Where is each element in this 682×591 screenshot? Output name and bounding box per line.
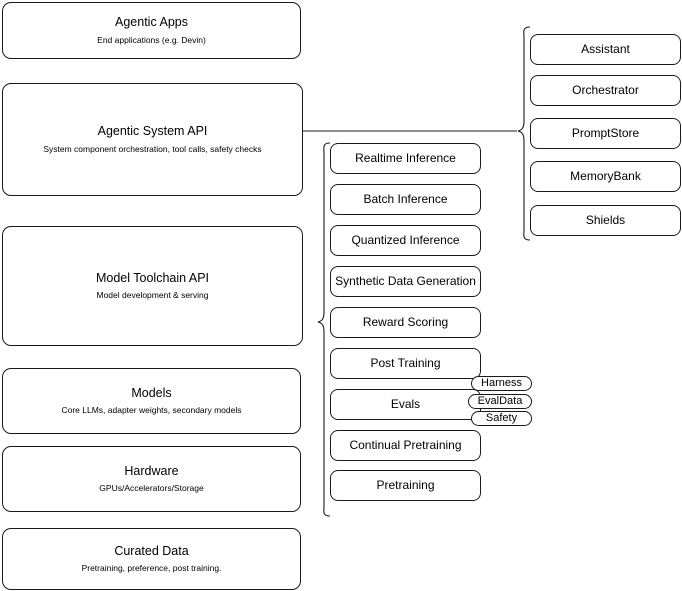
component-box-assistant[interactable]: Assistant: [530, 34, 681, 65]
evals-tag-label: EvalData: [477, 395, 523, 407]
component-box-quantized-inference[interactable]: Quantized Inference: [330, 225, 481, 256]
layer-subtitle: System component orchestration, tool cal…: [43, 143, 262, 154]
component-title: Continual Pretraining: [349, 438, 462, 452]
layer-title: Hardware: [124, 463, 179, 478]
component-title: Synthetic Data Generation: [335, 274, 476, 288]
brace-system-components: [517, 26, 531, 241]
component-title: Pretraining: [376, 478, 435, 492]
component-box-promptstore[interactable]: PromptStore: [530, 118, 681, 149]
component-title: Evals: [390, 397, 421, 411]
layer-title: Model Toolchain API: [95, 270, 210, 285]
component-box-orchestrator[interactable]: Orchestrator: [530, 75, 681, 106]
evals-tag-label: Harness: [481, 377, 522, 389]
layer-title: Agentic System API: [97, 124, 208, 139]
component-box-pretraining[interactable]: Pretraining: [330, 470, 481, 501]
layer-subtitle: Model development & serving: [96, 290, 209, 301]
component-box-evals[interactable]: Evals: [330, 389, 481, 420]
component-box-shields[interactable]: Shields: [530, 205, 681, 236]
layer-box-agentic-system-api[interactable]: Agentic System API System component orch…: [2, 83, 303, 196]
component-title: Post Training: [370, 356, 441, 370]
component-title: Realtime Inference: [355, 151, 456, 165]
component-box-realtime-inference[interactable]: Realtime Inference: [330, 143, 481, 174]
layer-box-hardware[interactable]: Hardware GPUs/Accelerators/Storage: [2, 446, 301, 512]
component-box-reward-scoring[interactable]: Reward Scoring: [330, 307, 481, 338]
component-title: Orchestrator: [572, 83, 639, 97]
layer-box-models[interactable]: Models Core LLMs, adapter weights, secon…: [2, 368, 301, 434]
layer-title: Models: [131, 385, 172, 400]
brace-toolchain-components: [317, 142, 331, 517]
layer-title: Agentic Apps: [115, 15, 188, 30]
layer-box-agentic-apps[interactable]: Agentic Apps End applications (e.g. Devi…: [2, 2, 301, 59]
layer-box-curated-data[interactable]: Curated Data Pretraining, preference, po…: [2, 528, 301, 590]
component-title: MemoryBank: [570, 169, 641, 183]
layer-subtitle: End applications (e.g. Devin): [97, 34, 206, 45]
component-box-synthetic-data-generation[interactable]: Synthetic Data Generation: [330, 266, 481, 297]
layer-title: Curated Data: [114, 543, 189, 558]
evals-tag-safety[interactable]: Safety: [471, 411, 532, 426]
component-box-post-training[interactable]: Post Training: [330, 348, 481, 379]
component-title: Reward Scoring: [362, 315, 449, 329]
component-box-memorybank[interactable]: MemoryBank: [530, 161, 681, 192]
evals-tag-evaldata[interactable]: EvalData: [468, 394, 532, 409]
component-title: PromptStore: [571, 126, 640, 140]
component-box-batch-inference[interactable]: Batch Inference: [330, 184, 481, 215]
component-title: Quantized Inference: [351, 233, 460, 247]
layer-subtitle: Core LLMs, adapter weights, secondary mo…: [61, 405, 242, 416]
layer-box-model-toolchain-api[interactable]: Model Toolchain API Model development & …: [2, 226, 303, 346]
layer-subtitle: Pretraining, preference, post training.: [81, 563, 222, 574]
evals-tag-harness[interactable]: Harness: [471, 376, 532, 391]
layer-subtitle: GPUs/Accelerators/Storage: [99, 483, 204, 494]
component-title: Batch Inference: [363, 192, 448, 206]
evals-tag-label: Safety: [485, 412, 518, 424]
component-title: Assistant: [581, 42, 630, 56]
component-title: Shields: [585, 213, 626, 227]
component-box-continual-pretraining[interactable]: Continual Pretraining: [330, 430, 481, 461]
